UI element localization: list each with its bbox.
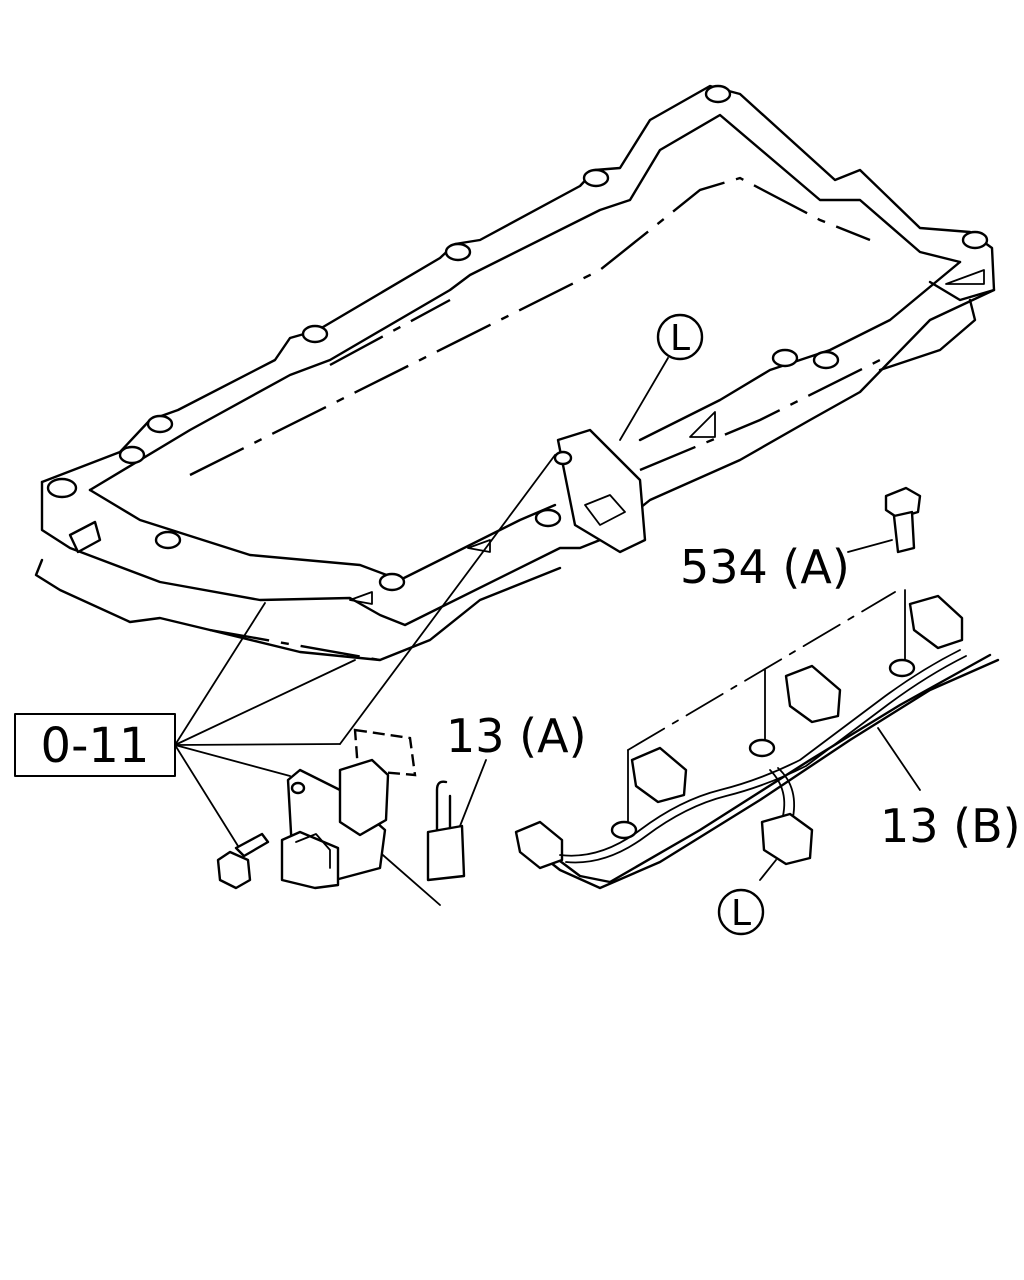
label-13a: 13 (A) — [446, 709, 587, 763]
ref-box-text: 0-11 — [41, 718, 150, 774]
callout-l-bottom-text: L — [731, 893, 751, 934]
callout-l-bottom: L — [717, 888, 765, 936]
ref-box-0-11: 0-11 — [14, 713, 176, 777]
oil-pan-frame — [34, 84, 996, 662]
callout-l-top-text: L — [670, 318, 690, 359]
wiring-harness — [514, 486, 1000, 890]
label-13b: 13 (B) — [880, 799, 1021, 853]
label-534a: 534 (A) — [680, 540, 850, 594]
callout-l-top: L — [619, 313, 704, 441]
sensor-assembly — [174, 454, 556, 906]
